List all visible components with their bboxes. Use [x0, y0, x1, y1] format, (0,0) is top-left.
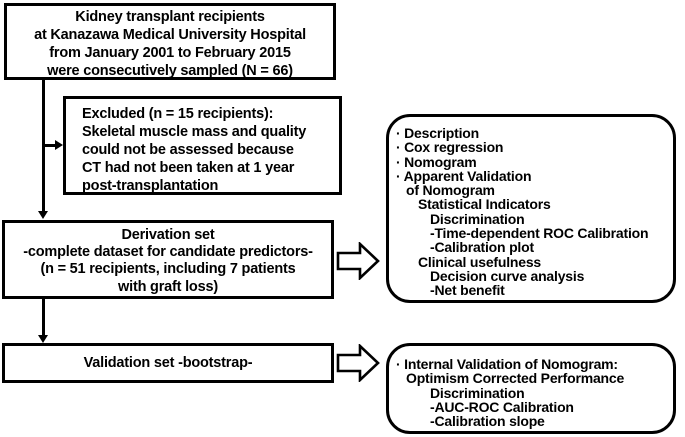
text-line: · Cox regression — [396, 139, 504, 156]
text-line: Excluded (n = 15 recipients): — [82, 106, 274, 122]
text-line: (n = 51 recipients, including 7 patients — [40, 261, 296, 278]
text-line: Discrimination — [430, 210, 525, 227]
text-line: -complete dataset for candidate predicto… — [23, 244, 313, 261]
block-arrow-validation-to-internal-validation — [336, 344, 380, 382]
text-line: with graft loss) — [118, 278, 218, 295]
text-line: -Calibration slope — [430, 413, 545, 430]
validation-box: Validation set -bootstrap- — [2, 343, 334, 383]
text-line: could not be assessed because — [82, 142, 294, 158]
enrollment-box: Kidney transplant recipients at Kanazawa… — [4, 3, 336, 80]
text-line: · Description — [396, 125, 479, 141]
text-line: Statistical Indicators — [418, 196, 551, 213]
block-arrow-derivation-to-apparent-validation — [336, 242, 380, 280]
apparent-validation-box: · Description · Cox regression · Nomogra… — [386, 114, 676, 303]
text-line: · Internal Validation of Nomogram: — [396, 356, 618, 372]
text-line: from January 2001 to February 2015 — [49, 45, 291, 61]
text-line: -Net benefit — [430, 282, 505, 299]
text-line: Discrimination — [430, 384, 525, 401]
excluded-box: Excluded (n = 15 recipients): Skeletal m… — [63, 96, 342, 195]
arrowhead-right-excluded — [55, 140, 63, 150]
arrowhead-down-validation — [38, 335, 48, 343]
connector-derivation-validation-line — [42, 299, 45, 335]
text-line: Skeletal muscle mass and quality — [82, 124, 307, 140]
arrowhead-down-derivation — [38, 211, 48, 219]
text-line: Kidney transplant recipients — [75, 9, 265, 25]
text-line: of Nomogram — [406, 182, 495, 199]
text-line: -Time-dependent ROC Calibration — [430, 225, 649, 242]
text-line: Validation set -bootstrap- — [83, 355, 253, 371]
text-line: CT had not been taken at 1 year — [82, 160, 295, 176]
text-line: were consecutively sampled (N = 66) — [47, 63, 293, 79]
text-line: · Apparent Validation — [396, 167, 532, 184]
connector-excluded-line — [42, 144, 55, 147]
text-line: Optimism Corrected Performance — [406, 370, 625, 387]
text-line: Clinical usefulness — [418, 253, 542, 270]
text-line: Decision curve analysis — [430, 267, 585, 284]
text-line: -AUC-ROC Calibration — [430, 398, 574, 415]
text-line: post-transplantation — [82, 178, 219, 194]
derivation-box: Derivation set -complete dataset for can… — [2, 220, 334, 299]
text-line: at Kanazawa Medical University Hospital — [34, 27, 306, 43]
text-line: -Calibration plot — [430, 239, 534, 256]
internal-validation-box: · Internal Validation of Nomogram: Optim… — [386, 343, 676, 434]
text-line: Derivation set — [121, 227, 215, 243]
text-line: · Nomogram — [396, 153, 477, 170]
